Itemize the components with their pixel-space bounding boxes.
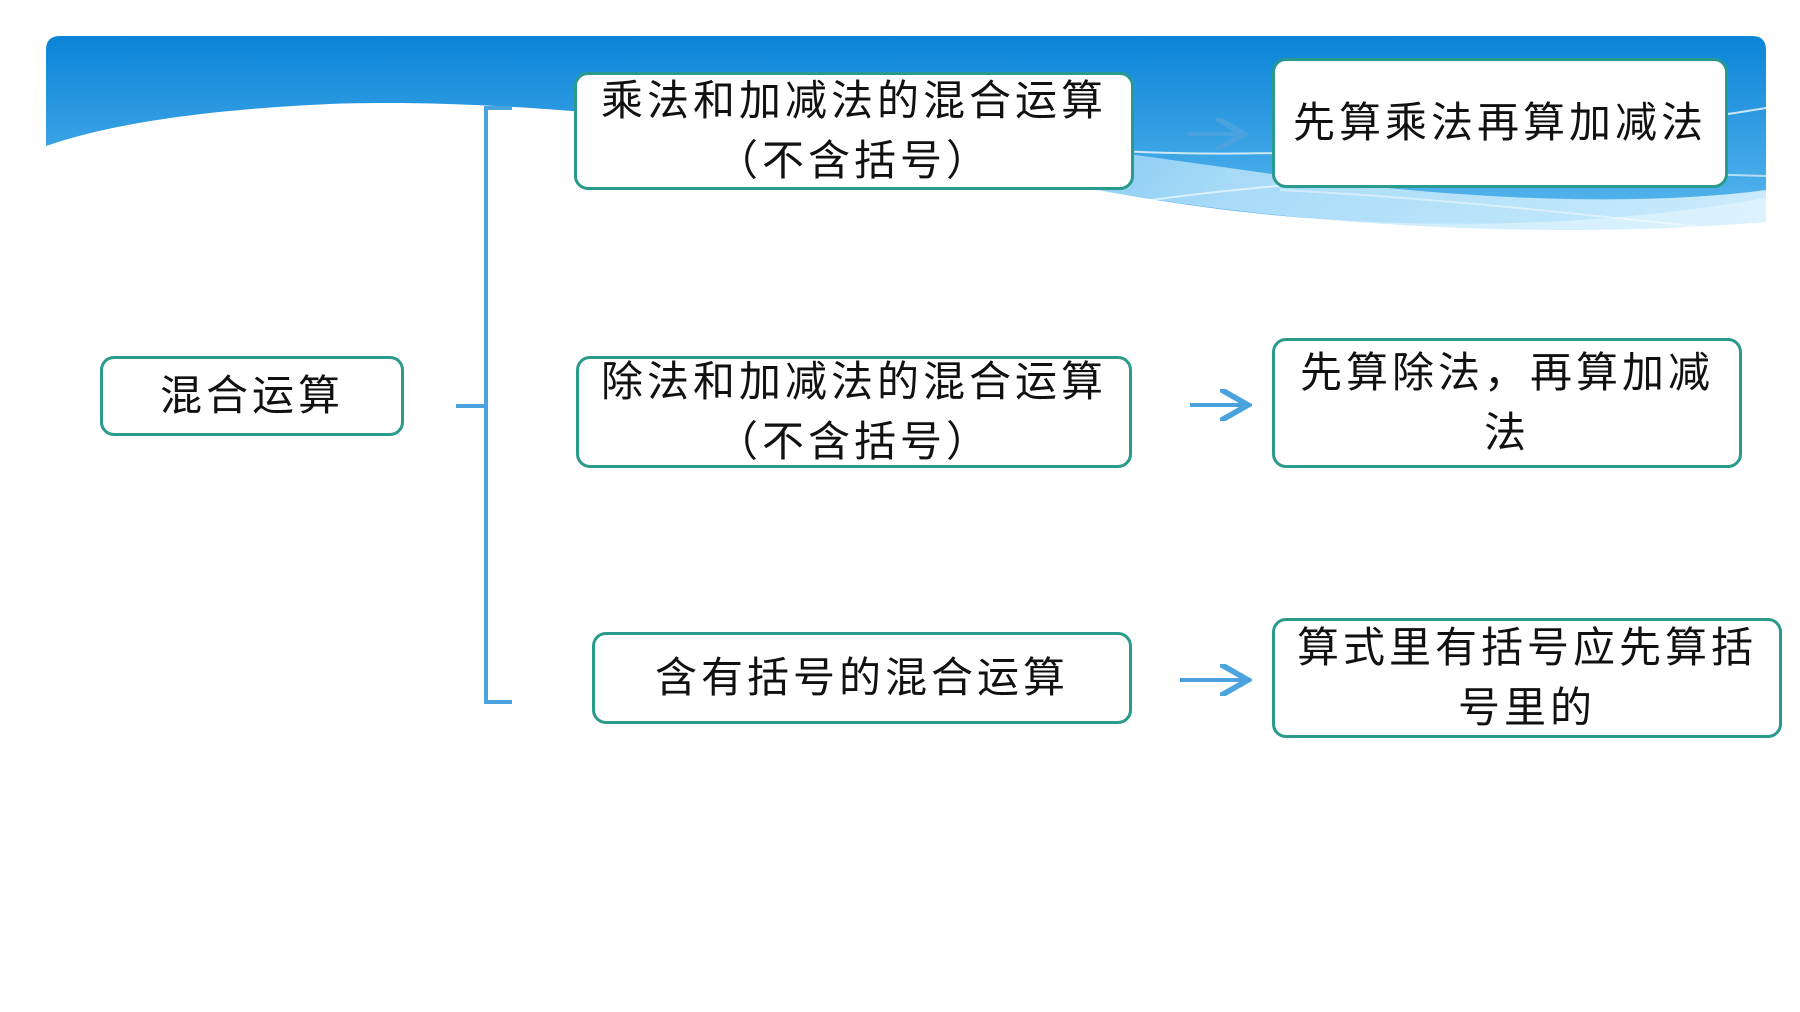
branch-bracket: [484, 106, 512, 704]
root-label: 混合运算: [159, 371, 344, 420]
condition-node-3: 含有括号的混合运算: [592, 632, 1132, 724]
rule-label-3: 算式里有括号应先算括号里的: [1296, 623, 1757, 732]
condition-label-3: 含有括号的混合运算: [654, 653, 1069, 702]
rule-label-1: 先算乘法再算加减法: [1293, 98, 1708, 147]
condition-node-2: 除法和加减法的混合运算（不含括号）: [576, 356, 1132, 468]
condition-label-1: 乘法和加减法的混合运算（不含括号）: [600, 76, 1107, 185]
root-node: 混合运算: [100, 356, 404, 436]
rule-label-2: 先算除法，再算加减法: [1299, 348, 1714, 457]
rule-node-3: 算式里有括号应先算括号里的: [1272, 618, 1782, 738]
rule-node-2: 先算除法，再算加减法: [1272, 338, 1742, 468]
banner-line-3: [1279, 189, 1767, 235]
condition-label-2: 除法和加减法的混合运算（不含括号）: [600, 357, 1107, 466]
rule-node-1: 先算乘法再算加减法: [1272, 58, 1728, 188]
condition-node-1: 乘法和加减法的混合运算（不含括号）: [574, 72, 1134, 190]
